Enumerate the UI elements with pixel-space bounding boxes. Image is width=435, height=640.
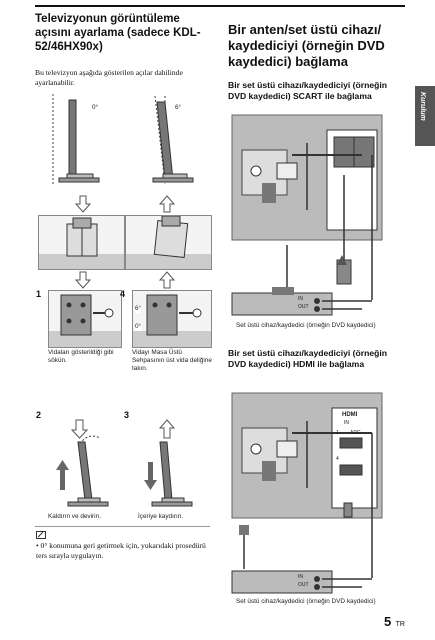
section-tab: Kurulum bbox=[415, 86, 435, 146]
scart-out-label: OUT bbox=[298, 304, 309, 310]
step-2-number: 2 bbox=[36, 410, 42, 420]
scart-in-label: IN bbox=[298, 296, 303, 302]
section-tab-label: Kurulum bbox=[419, 92, 426, 121]
step-3-caption: İçeriye kaydırın. bbox=[138, 513, 184, 520]
tv-angle-6-figure bbox=[152, 95, 194, 185]
arrow-down-icon bbox=[74, 195, 92, 213]
hdmi-subheading: Bir set üstü cihazı/kaydediciyi (örneğin… bbox=[228, 348, 388, 369]
scart-connection-figure: IN OUT bbox=[231, 114, 383, 316]
step-3-figure bbox=[144, 419, 193, 507]
scart-figure-caption: Set üstü cihaz/kaydedici (örneğin DVD ka… bbox=[236, 322, 376, 329]
hdmi-in-label: IN bbox=[344, 420, 349, 426]
step-4-angle-0: 0° bbox=[135, 323, 142, 331]
step-2-caption: Kaldırın ve devirin. bbox=[48, 513, 101, 520]
scart-subheading: Bir set üstü cihazı/kaydediciyi (örneğin… bbox=[228, 80, 388, 101]
arrow-up-icon bbox=[158, 195, 176, 213]
hdmi-port-1-label: 1 bbox=[336, 430, 339, 436]
tv-angle-0-figure bbox=[52, 94, 100, 184]
page-number: 5 TR bbox=[384, 613, 405, 631]
arrow-down-icon bbox=[74, 271, 92, 289]
note-divider bbox=[35, 526, 210, 527]
top-rule bbox=[35, 5, 405, 7]
angle-0-label: 0° bbox=[92, 104, 99, 111]
step-1-caption: Vidaları gösterildiği gibi sökün. bbox=[48, 349, 114, 364]
hdmi-connection-figure: HDMI IN 1 ARC 4 IN OUT bbox=[231, 392, 383, 594]
hdmi-figure-caption: Set üstü cihaz/kaydedici (örneğin DVD ka… bbox=[236, 598, 376, 605]
hdmi-stb-out-label: OUT bbox=[298, 582, 309, 588]
right-heading: Bir anten/set üstü cihazı/ kaydediciyi (… bbox=[228, 22, 385, 69]
step-3-number: 3 bbox=[124, 410, 130, 420]
left-intro: Bu televizyon aşağıda gösterilen açılar … bbox=[35, 68, 183, 87]
angle-6-label: 6° bbox=[175, 104, 182, 111]
step-2-figure bbox=[56, 419, 109, 507]
step-4-angle-6: 6° bbox=[135, 305, 142, 313]
note-text: • 0° konumuna geri getirmek için, yukarı… bbox=[36, 541, 206, 560]
left-heading: Televizyonun görüntüleme açısını ayarlam… bbox=[35, 13, 201, 53]
page-lang: TR bbox=[395, 621, 405, 628]
hdmi-port-4-label: 4 bbox=[336, 456, 339, 462]
step-4-number: 4 bbox=[120, 289, 126, 299]
note-icon bbox=[36, 531, 46, 539]
arrow-up-icon bbox=[158, 271, 176, 289]
stand-detail-left bbox=[38, 215, 125, 270]
hdmi-logo-label: HDMI bbox=[342, 412, 358, 418]
hdmi-arc-label: ARC bbox=[350, 430, 361, 436]
step-1-number: 1 bbox=[36, 289, 42, 299]
step-4-caption: Vidayı Masa Üstü Sehpasının üst vida del… bbox=[132, 349, 212, 372]
step-4-figure: 6° 0° bbox=[132, 290, 212, 348]
step-1-figure bbox=[48, 290, 122, 348]
page-number-value: 5 bbox=[383, 614, 392, 629]
stand-detail-right bbox=[125, 215, 212, 270]
hdmi-stb-in-label: IN bbox=[298, 574, 303, 580]
